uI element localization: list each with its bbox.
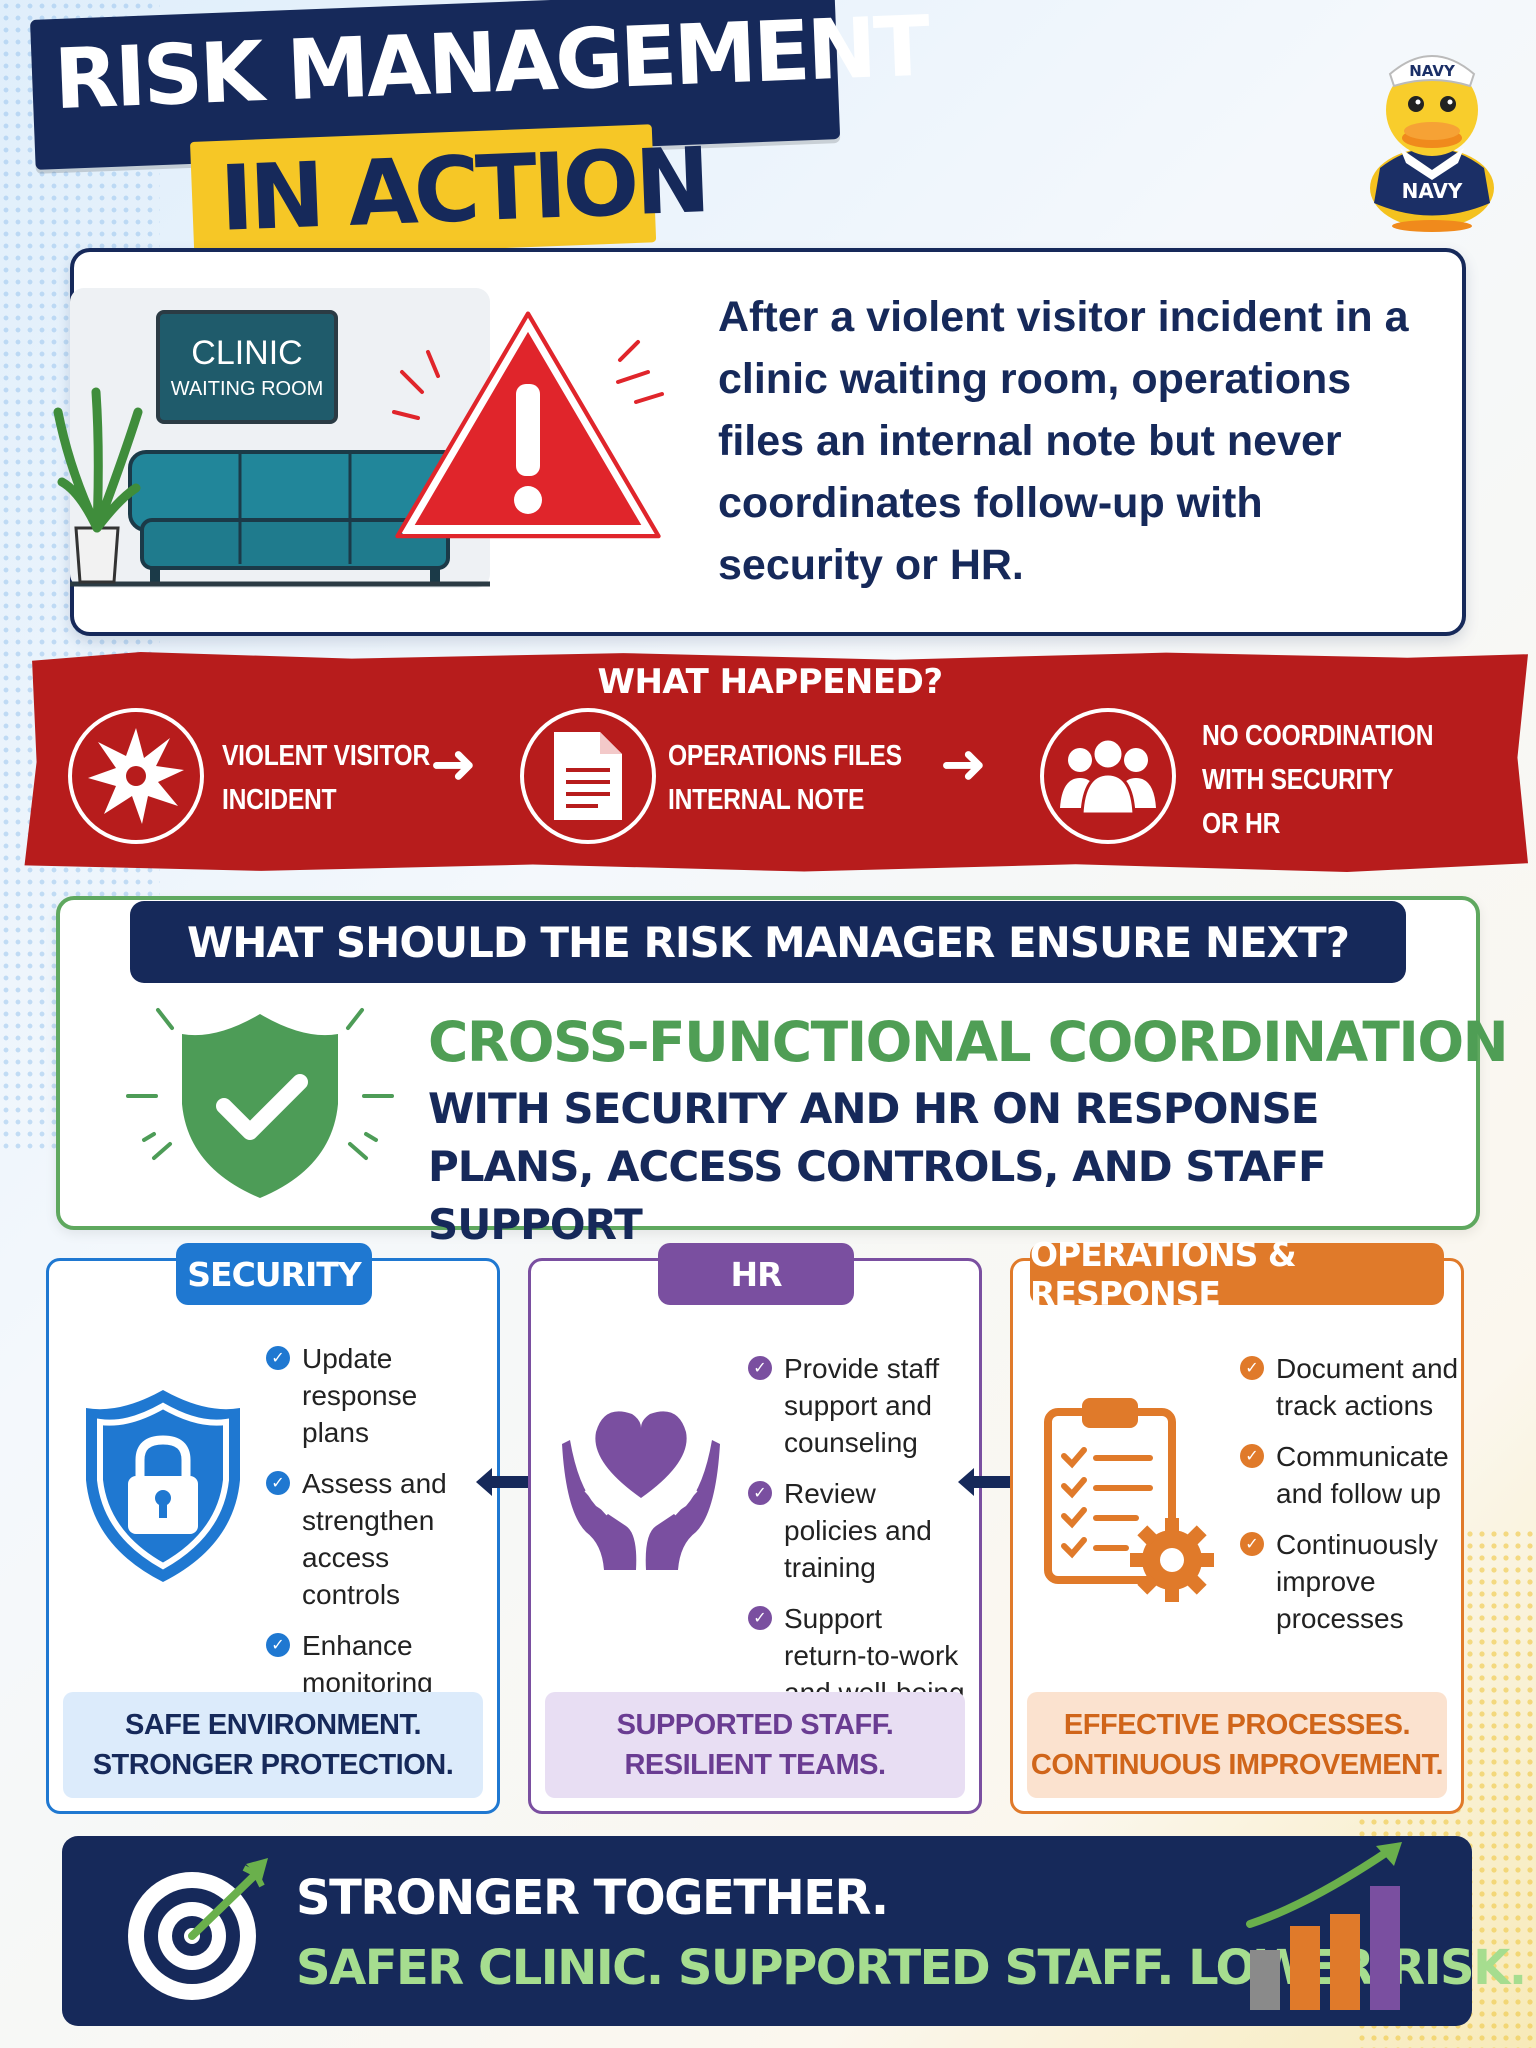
scenario-description: After a violent visitor incident in a cl… bbox=[718, 293, 1409, 589]
what-happened-title: WHAT HAPPENED? bbox=[597, 662, 943, 702]
list-item: ✓Provide staff support and counseling bbox=[748, 1350, 966, 1461]
check-icon: ✓ bbox=[1240, 1532, 1264, 1556]
security-tab: SECURITY bbox=[176, 1243, 372, 1305]
what-happened-band bbox=[24, 652, 1528, 872]
operations-footer: EFFECTIVE PROCESSES. CONTINUOUS IMPROVEM… bbox=[1027, 1692, 1447, 1798]
step-arrow-2: ➜ bbox=[940, 732, 987, 797]
step-2-line2: INTERNAL NOTE bbox=[668, 784, 865, 816]
bottom-banner bbox=[62, 1836, 1472, 2026]
shield-check-icon bbox=[126, 1008, 394, 1198]
step-1-label: VIOLENT VISITOR INCIDENT bbox=[222, 734, 467, 822]
check-icon: ✓ bbox=[1240, 1356, 1264, 1380]
burst-icon bbox=[88, 728, 184, 824]
list-item: ✓Update response plans bbox=[266, 1340, 484, 1451]
banner-line1: STRONGER TOGETHER. bbox=[296, 1870, 889, 1926]
step-2-line1: OPERATIONS FILES bbox=[668, 740, 902, 772]
step-1-line1: VIOLENT VISITOR bbox=[222, 740, 431, 772]
mascot-hat-text: NAVY bbox=[1409, 62, 1456, 80]
ensure-next-title: WHAT SHOULD THE RISK MANAGER ENSURE NEXT… bbox=[186, 917, 1350, 967]
step-3-circle bbox=[1040, 708, 1176, 844]
list-item: ✓Communicate and follow up bbox=[1240, 1438, 1460, 1512]
step-arrow-1: ➜ bbox=[430, 732, 477, 797]
clipboard-gear-icon bbox=[1044, 1398, 1214, 1602]
step-1-circle bbox=[68, 708, 204, 844]
hr-list: ✓Provide staff support and counseling ✓R… bbox=[748, 1350, 966, 1725]
lock-shield-icon bbox=[86, 1390, 240, 1582]
ensure-detail: WITH SECURITY AND HR ON RESPONSE PLANS, … bbox=[428, 1084, 1327, 1249]
check-icon: ✓ bbox=[266, 1633, 290, 1657]
document-icon bbox=[554, 732, 622, 820]
navy-duck-mascot: NAVY NAVY bbox=[1370, 55, 1494, 232]
step-3-line2: WITH SECURITY bbox=[1202, 764, 1394, 796]
banner-line2: SAFER CLINIC. SUPPORTED STAFF. LOWER RIS… bbox=[296, 1940, 1527, 1996]
hr-tab: HR bbox=[658, 1243, 854, 1305]
title-banner-line2: IN ACTION bbox=[190, 124, 708, 260]
step-2-circle bbox=[520, 708, 656, 844]
operations-list: ✓Document and track actions ✓Communicate… bbox=[1240, 1350, 1460, 1651]
step-3-line1: NO COORDINATION bbox=[1202, 720, 1434, 752]
warning-icon bbox=[392, 311, 664, 539]
double-arrow-icon bbox=[476, 1468, 548, 1496]
list-item: ✓Review policies and training bbox=[748, 1475, 966, 1586]
check-icon: ✓ bbox=[748, 1356, 772, 1380]
ensure-next-header: WHAT SHOULD THE RISK MANAGER ENSURE NEXT… bbox=[130, 901, 1406, 983]
operations-tab: OPERATIONS & RESPONSE bbox=[1030, 1235, 1444, 1313]
target-arrow-icon bbox=[128, 1858, 268, 2000]
list-item: ✓Document and track actions bbox=[1240, 1350, 1460, 1424]
people-icon bbox=[1060, 737, 1156, 816]
security-footer: SAFE ENVIRONMENT. STRONGER PROTECTION. bbox=[63, 1692, 483, 1798]
step-2-label: OPERATIONS FILES INTERNAL NOTE bbox=[668, 734, 943, 822]
double-arrow-icon bbox=[958, 1468, 1030, 1496]
heart-hands-icon bbox=[562, 1411, 720, 1570]
check-icon: ✓ bbox=[748, 1606, 772, 1630]
sign-line2: WAITING ROOM bbox=[171, 378, 324, 400]
step-3-line3: OR HR bbox=[1202, 808, 1281, 840]
step-3-label: NO COORDINATION WITH SECURITY OR HR bbox=[1202, 714, 1474, 846]
title-line2: IN ACTION bbox=[218, 128, 709, 252]
hr-footer: SUPPORTED STAFF. RESILIENT TEAMS. bbox=[545, 1692, 965, 1798]
step-1-line2: INCIDENT bbox=[222, 784, 337, 816]
check-icon: ✓ bbox=[266, 1471, 290, 1495]
check-icon: ✓ bbox=[748, 1481, 772, 1505]
growth-bar-chart-icon bbox=[1246, 1842, 1402, 2010]
title-line1: RISK MANAGEMENT bbox=[52, 0, 930, 129]
sign-line1: CLINIC bbox=[191, 334, 302, 372]
mascot-shirt-text: NAVY bbox=[1402, 179, 1463, 203]
list-item: ✓Continuously improve processes bbox=[1240, 1526, 1460, 1637]
ensure-headline: CROSS-FUNCTIONAL COORDINATION bbox=[428, 1010, 1509, 1074]
list-item: ✓Assess and strengthen access controls bbox=[266, 1465, 484, 1613]
check-icon: ✓ bbox=[1240, 1444, 1264, 1468]
waiting-room-illustration: CLINIC WAITING ROOM bbox=[53, 288, 490, 588]
check-icon: ✓ bbox=[266, 1346, 290, 1370]
